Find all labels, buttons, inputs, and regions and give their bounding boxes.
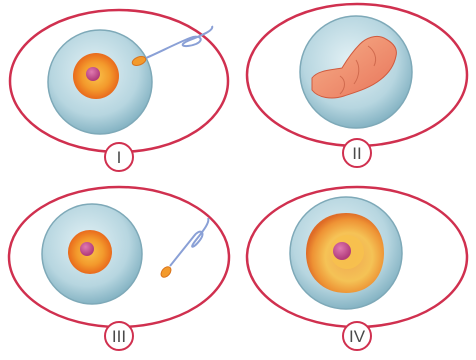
label-4: IV	[349, 327, 366, 346]
nucleus	[333, 242, 351, 260]
panel-1: I	[10, 10, 228, 171]
nucleus	[80, 242, 94, 256]
label-3: III	[112, 327, 126, 346]
label-1: I	[117, 148, 122, 167]
panel-4: IV	[247, 187, 467, 350]
panel-3: III	[9, 187, 229, 350]
label-2: II	[352, 144, 361, 163]
panel-2: II	[247, 4, 467, 167]
nucleus	[86, 67, 100, 81]
